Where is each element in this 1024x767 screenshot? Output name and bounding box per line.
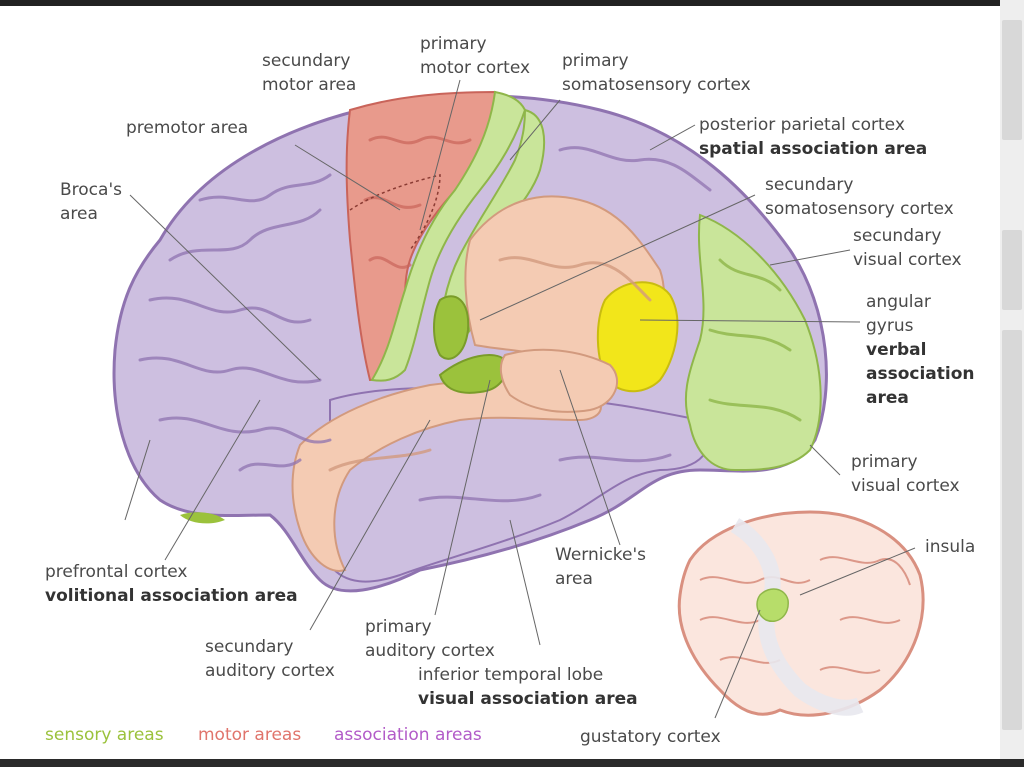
label-gustatory-cortex: gustatory cortex bbox=[580, 725, 721, 749]
label-posterior-parietal-cortex: posterior parietal cortex spatial associ… bbox=[699, 113, 927, 161]
legend-motor-areas: motor areas bbox=[198, 725, 301, 745]
label-inferior-temporal-lobe: inferior temporal lobe visual associatio… bbox=[418, 663, 638, 711]
right-side-panel bbox=[1000, 0, 1024, 759]
bottom-border bbox=[0, 759, 1024, 767]
legend-sensory-areas: sensory areas bbox=[45, 725, 164, 745]
label-insula: insula bbox=[925, 535, 975, 559]
legend-association-areas: association areas bbox=[334, 725, 482, 745]
label-premotor-area: premotor area bbox=[126, 116, 248, 140]
label-prefrontal-cortex: prefrontal cortex volitional association… bbox=[45, 560, 298, 608]
